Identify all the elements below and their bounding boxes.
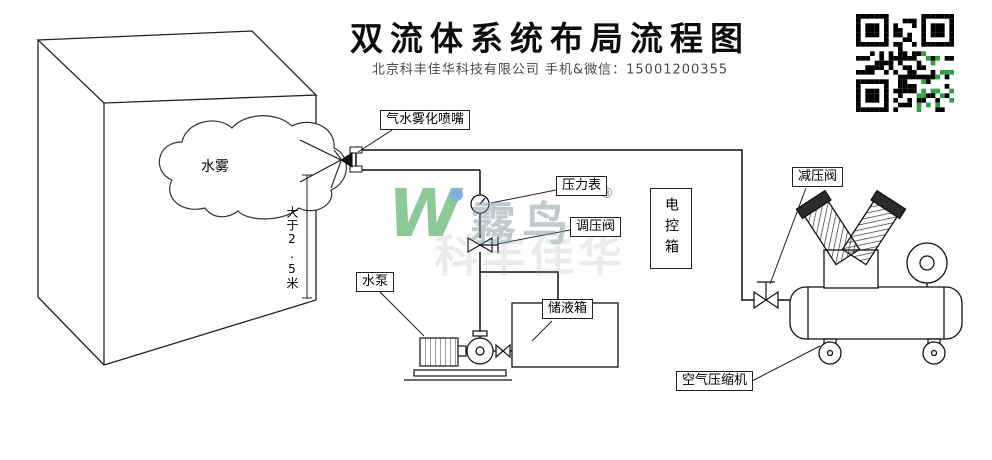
pump-label: 水泵	[356, 272, 395, 292]
pressure-gauge-label: 压力表	[556, 176, 608, 196]
control-box-label: 电控箱	[650, 188, 692, 269]
regulator-valve-label: 调压阀	[570, 217, 622, 237]
compressor-label: 空气压缩机	[676, 371, 754, 391]
pressure-gauge-symbol	[470, 194, 490, 214]
company-contact: 北京科丰佳华科技有限公司 手机&微信：15001200355	[371, 62, 729, 78]
mist-label: 水雾	[201, 159, 229, 175]
qr-code	[856, 14, 954, 112]
reducing-valve-label: 减压阀	[792, 167, 844, 187]
mist-cloud	[158, 115, 348, 220]
atomizing-nozzle	[299, 139, 363, 183]
air-compressor	[789, 189, 963, 365]
water-pipe	[355, 150, 559, 338]
page-title: 双流体系统布局流程图	[350, 19, 750, 58]
water-pump	[404, 330, 512, 381]
height-dimension-line	[302, 174, 312, 299]
tank-label: 储液箱	[542, 299, 594, 319]
regulator-valve-symbol	[467, 236, 499, 254]
height-dimension-label: 大于2.5米	[285, 206, 299, 290]
nozzle-label: 气水雾化喷嘴	[380, 110, 471, 130]
reducing-valve-symbol	[753, 281, 779, 310]
air-pipe	[356, 149, 790, 301]
leader-lines	[357, 129, 821, 382]
